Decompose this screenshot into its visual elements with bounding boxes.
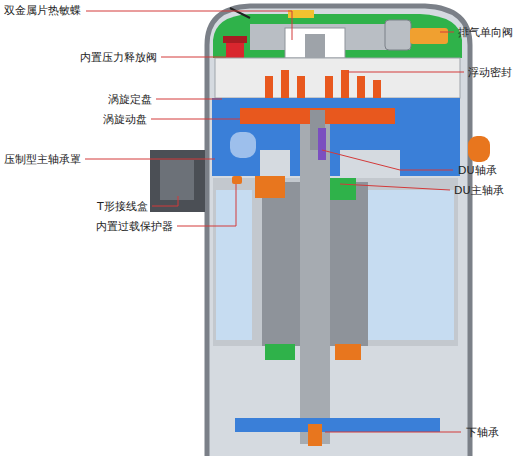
fixed-scroll — [215, 58, 460, 98]
compressor-shell — [207, 6, 470, 456]
top-cap — [285, 28, 345, 58]
crankshaft — [300, 110, 330, 444]
part-label: DU主轴承 — [454, 184, 504, 197]
suction-fitting — [468, 136, 490, 162]
lower-bearing — [235, 418, 440, 432]
motor-rotor — [255, 176, 285, 198]
part-label: 涡旋定盘 — [108, 93, 152, 106]
part-label: 内置过载保护器 — [96, 220, 173, 233]
leader-line — [156, 99, 222, 100]
leader-line — [85, 159, 215, 160]
part-label: DU轴承 — [458, 164, 497, 177]
leader-line — [348, 72, 464, 73]
part-label: 浮动密封 — [468, 66, 512, 79]
main-bearing-housing — [212, 98, 460, 176]
lower-bearing — [308, 424, 322, 446]
thermal-disc — [230, 8, 250, 18]
motor-rotor — [265, 344, 295, 360]
crankshaft — [300, 124, 330, 444]
top-cap — [305, 34, 325, 58]
motor-rotor — [335, 344, 361, 360]
part-label: 压制型主轴承罩 — [4, 153, 81, 166]
main-bearing-housing — [212, 98, 460, 176]
terminal-box — [160, 160, 194, 200]
part-label: 下轴承 — [466, 426, 499, 439]
top-cap — [213, 14, 462, 58]
top-cap — [213, 14, 462, 58]
main-bearing-housing — [230, 132, 256, 158]
overload-protector — [232, 176, 242, 184]
leader-line — [340, 184, 450, 190]
discharge-check-valve — [385, 20, 411, 50]
leader-line — [322, 150, 453, 170]
discharge-check-valve — [385, 20, 448, 50]
leader-line — [151, 119, 240, 120]
part-label: 双金属片热敏蝶 — [4, 4, 81, 17]
thermal-disc — [230, 8, 314, 18]
leader-line — [86, 11, 292, 40]
part-label: 排气单向阀 — [458, 26, 513, 39]
overload-protector — [232, 176, 242, 184]
leader-line — [152, 196, 178, 206]
motor-stator — [216, 190, 252, 340]
leader-line — [161, 57, 226, 58]
discharge-check-valve — [410, 28, 448, 44]
leader-line — [440, 32, 454, 33]
motor-stator — [213, 178, 458, 346]
pressure-relief-valve — [223, 36, 247, 43]
leader-line — [177, 184, 236, 226]
part-label: 涡旋动盘 — [103, 113, 147, 126]
compressor-shell — [207, 6, 470, 456]
motor-stator — [213, 178, 458, 346]
crankshaft — [318, 128, 326, 160]
part-label: T形接线盒 — [97, 200, 148, 213]
leader-line — [325, 432, 461, 433]
part-label: 内置压力释放阀 — [80, 51, 157, 64]
leader-line — [85, 11, 464, 432]
motor-rotor — [330, 178, 356, 200]
